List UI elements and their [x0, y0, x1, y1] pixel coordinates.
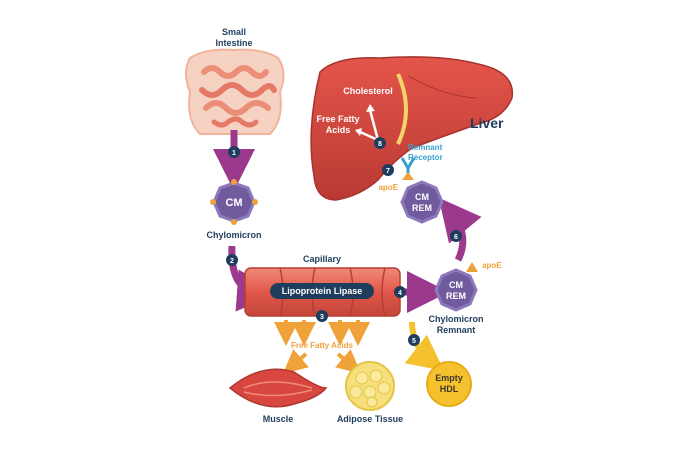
cm-rem-label-line1: CM: [449, 280, 463, 290]
remnant-receptor-label-line2: Receptor: [408, 153, 443, 162]
liver-label: Liver: [470, 115, 504, 131]
svg-text:4: 4: [398, 290, 402, 297]
arrow-ffa-to-muscle: [282, 349, 309, 374]
cholesterol-label: Cholesterol: [343, 86, 393, 96]
muscle-label: Muscle: [263, 414, 294, 424]
svg-text:7: 7: [386, 168, 390, 175]
small-intestine-illustration: [185, 48, 285, 135]
chylomicron-particle: [210, 179, 258, 225]
chylomicron-remnant-label: Chylomicron: [428, 314, 483, 324]
step-badge-2: 2: [226, 254, 238, 266]
arrow-ffa-to-adipose: [335, 349, 362, 374]
cm-rem-top-label-line1: CM: [415, 192, 429, 202]
small-intestine-label: Small: [222, 27, 246, 37]
adipose-tissue-illustration: [345, 361, 395, 411]
cm-rem-label-line2: REM: [446, 291, 466, 301]
empty-hdl-particle: [426, 361, 472, 407]
cm-label: CM: [225, 197, 242, 209]
empty-hdl-label: Empty: [435, 373, 463, 383]
lipoprotein-lipase-label: Lipoprotein Lipase: [282, 286, 363, 296]
liver-split-arrows: [355, 104, 380, 142]
step-badge-3: 3: [316, 310, 328, 322]
cm-rem-top-label-line2: REM: [412, 203, 432, 213]
svg-text:8: 8: [378, 141, 382, 148]
apoe-label-lower: apoE: [482, 261, 502, 270]
svg-text:5: 5: [412, 338, 416, 345]
svg-text:3: 3: [320, 314, 324, 321]
free-fatty-acid-arrows: [274, 320, 370, 346]
chylomicron-label: Chylomicron: [206, 230, 261, 240]
step-badge-7: 7: [382, 164, 394, 176]
arrow-remnant-to-liver: [438, 197, 482, 262]
liver-illustration: [310, 56, 514, 201]
small-intestine-label-line2: Intestine: [215, 38, 252, 48]
ffa-liver-label-line2: Acids: [326, 125, 351, 135]
svg-text:1: 1: [232, 150, 236, 157]
step-badge-6: 6: [450, 230, 462, 242]
chylomicron-remnant-particle: [434, 262, 478, 312]
chylomicron-remnant-label-line2: Remnant: [437, 325, 476, 335]
muscle-illustration: [228, 368, 328, 408]
lipoprotein-lipase-pill: [270, 283, 374, 299]
step-badge-1: 1: [228, 146, 240, 158]
svg-text:2: 2: [230, 258, 234, 265]
free-fatty-acids-label: Free Fatty Acids: [291, 341, 353, 350]
empty-hdl-label-line2: HDL: [440, 384, 459, 394]
ffa-liver-label: Free Fatty: [316, 114, 359, 124]
capillary-label: Capillary: [303, 254, 341, 264]
remnant-receptor-label: Remnant: [408, 143, 443, 152]
adipose-tissue-label: Adipose Tissue: [337, 414, 403, 424]
svg-text:6: 6: [454, 234, 458, 241]
cm-rem-at-liver-particle: [400, 172, 444, 224]
step-badge-8: 8: [374, 137, 386, 149]
step-badge-5: 5: [408, 334, 420, 346]
step-badge-4: 4: [394, 286, 406, 298]
apoe-label-top: apoE: [378, 183, 398, 192]
